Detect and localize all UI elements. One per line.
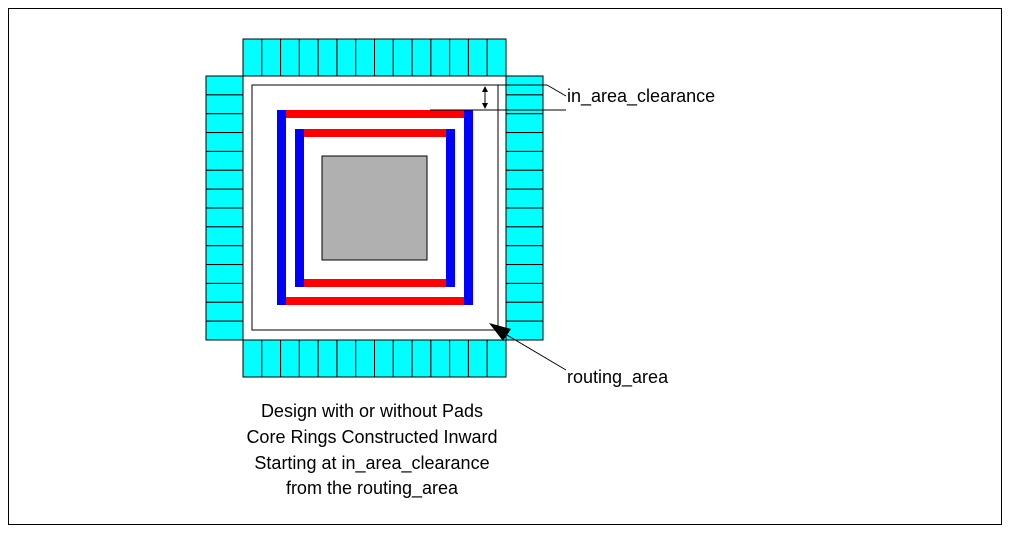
pads-left: [205, 75, 244, 341]
inner-ring-left-blue: [295, 129, 304, 287]
pad-cell: [242, 38, 263, 77]
pad-cell: [467, 339, 488, 378]
inner-ring-right-blue: [446, 129, 455, 287]
pad-cell: [392, 339, 413, 378]
diagram-frame: [8, 8, 1002, 525]
pad-cell: [242, 339, 263, 378]
clearance-label: in_area_clearance: [567, 86, 715, 107]
pad-cell: [467, 38, 488, 77]
pad-cell: [505, 282, 544, 303]
pad-cell: [505, 245, 544, 266]
caption-line-1: Design with or without Pads: [261, 401, 483, 421]
pad-cell: [205, 282, 244, 303]
pad-cell: [205, 113, 244, 134]
clearance-arrowhead-up: [482, 86, 488, 92]
pad-cell: [505, 150, 544, 171]
core-block: [321, 155, 428, 261]
pad-cell: [261, 339, 282, 378]
pad-cell: [280, 38, 300, 77]
pads-right: [505, 75, 544, 341]
pad-cell: [261, 38, 282, 77]
outer-ring-top-red: [277, 110, 473, 118]
pad-cell: [449, 339, 469, 378]
routing-arrowhead: [489, 323, 511, 341]
pad-cell: [430, 38, 451, 77]
pad-cell: [355, 38, 376, 77]
pad-cell: [336, 339, 357, 378]
pad-cell: [505, 320, 544, 341]
outer-ring-left-blue: [277, 110, 286, 305]
pad-cell: [336, 38, 357, 77]
caption-line-4: from the routing_area: [286, 478, 459, 499]
pad-cell: [505, 113, 544, 134]
pad-cell: [205, 132, 244, 152]
pad-cell: [317, 38, 338, 77]
pad-cell: [411, 38, 432, 77]
pad-cell: [430, 339, 451, 378]
inner-ring-top-red: [295, 129, 455, 137]
pad-cell: [205, 226, 244, 247]
routing-label: routing_area: [567, 367, 669, 388]
pad-cell: [411, 339, 432, 378]
pad-cell: [355, 339, 376, 378]
pad-cell: [205, 94, 244, 115]
pad-cell: [505, 94, 544, 115]
pad-cell: [205, 301, 244, 322]
routing-pointer-line: [499, 330, 567, 371]
pad-cell: [298, 339, 319, 378]
pad-cell: [205, 169, 244, 190]
caption-line-3: Starting at in_area_clearance: [254, 453, 489, 474]
inner-ring-bottom-red: [295, 279, 455, 287]
outer-ring-bottom-red: [277, 297, 473, 305]
pad-cell: [205, 264, 244, 284]
pads-top: [242, 38, 507, 77]
pad-cell: [486, 38, 507, 77]
pad-cell: [505, 301, 544, 322]
pad-cell: [505, 207, 544, 228]
pad-cell: [205, 75, 244, 96]
pad-cell: [298, 38, 319, 77]
pad-cell: [205, 320, 244, 341]
pad-cell: [486, 339, 507, 378]
pad-cell: [392, 38, 413, 77]
pad-cell: [205, 245, 244, 266]
pad-cell: [317, 339, 338, 378]
caption-line-2: Core Rings Constructed Inward: [246, 427, 497, 447]
clearance-arrowhead-down: [482, 103, 488, 109]
pad-cell: [205, 188, 244, 209]
pad-cell: [280, 339, 300, 378]
pad-cell: [505, 169, 544, 190]
pads-bottom: [242, 339, 507, 378]
clearance-leader: [546, 84, 567, 97]
pad-cell: [449, 38, 469, 77]
pad-cell: [505, 226, 544, 247]
pad-cell: [505, 264, 544, 284]
pad-cell: [505, 188, 544, 209]
pad-cell: [374, 339, 394, 378]
pad-cell: [205, 150, 244, 171]
outer-ring-right-blue: [464, 110, 473, 305]
pad-cell: [505, 132, 544, 152]
pad-cell: [374, 38, 394, 77]
pad-cell: [205, 207, 244, 228]
